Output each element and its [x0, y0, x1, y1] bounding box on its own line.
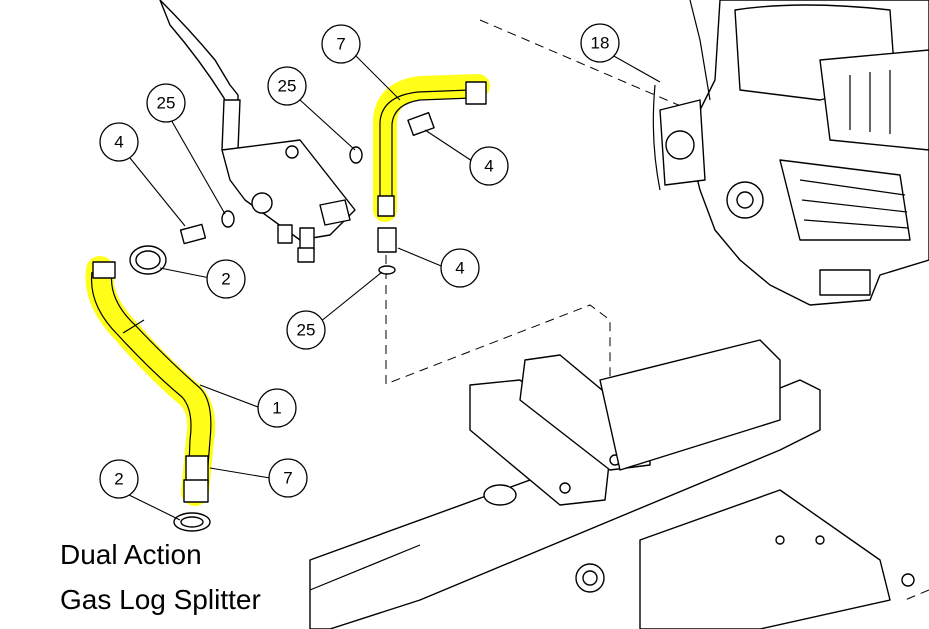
fitting-4-left [179, 210, 235, 245]
callout-label: 4 [484, 157, 493, 176]
o-ring-25-upper [349, 146, 363, 164]
callout-label: 25 [157, 94, 176, 113]
callout-label: 4 [455, 259, 464, 278]
hydraulic-hose-7-top [377, 81, 487, 217]
callout-label: 7 [336, 35, 345, 54]
callout-2-a: 2 [206, 259, 246, 299]
splitter-frame [309, 339, 915, 629]
fitting-4-center [377, 227, 397, 275]
callout-25-a: 25 [267, 66, 307, 106]
callout-25-c: 25 [286, 310, 326, 350]
callout-25-b: 25 [146, 83, 186, 123]
callout-4-c: 4 [440, 248, 480, 288]
callout-label: 2 [221, 270, 230, 289]
highlight-hose-top [373, 74, 490, 222]
control-valve [159, 0, 356, 263]
callout-label: 2 [114, 470, 123, 489]
hydraulic-hose-1 [90, 261, 212, 503]
callout-label: 25 [297, 321, 316, 340]
callout-label: 4 [114, 133, 123, 152]
callout-2-b: 2 [99, 459, 139, 499]
callout-1: 1 [257, 388, 297, 428]
hose-clamp-upper [129, 245, 167, 275]
callout-7-bottom: 7 [268, 458, 308, 498]
hose-clamp-lower [173, 512, 211, 532]
callout-4-b: 4 [469, 146, 509, 186]
callout-4-a: 4 [99, 122, 139, 162]
callout-7-top: 7 [321, 24, 361, 64]
callout-18: 18 [580, 23, 620, 63]
callout-label: 25 [278, 77, 297, 96]
callout-label: 18 [591, 34, 610, 53]
caption-line-1: Dual Action [60, 539, 202, 570]
engine [652, 0, 929, 306]
highlight-hose-bottom [85, 256, 216, 506]
callout-label: 7 [283, 469, 292, 488]
callout-label: 1 [272, 399, 281, 418]
caption-line-2: Gas Log Splitter [60, 584, 261, 615]
leader-lines [124, 54, 661, 521]
